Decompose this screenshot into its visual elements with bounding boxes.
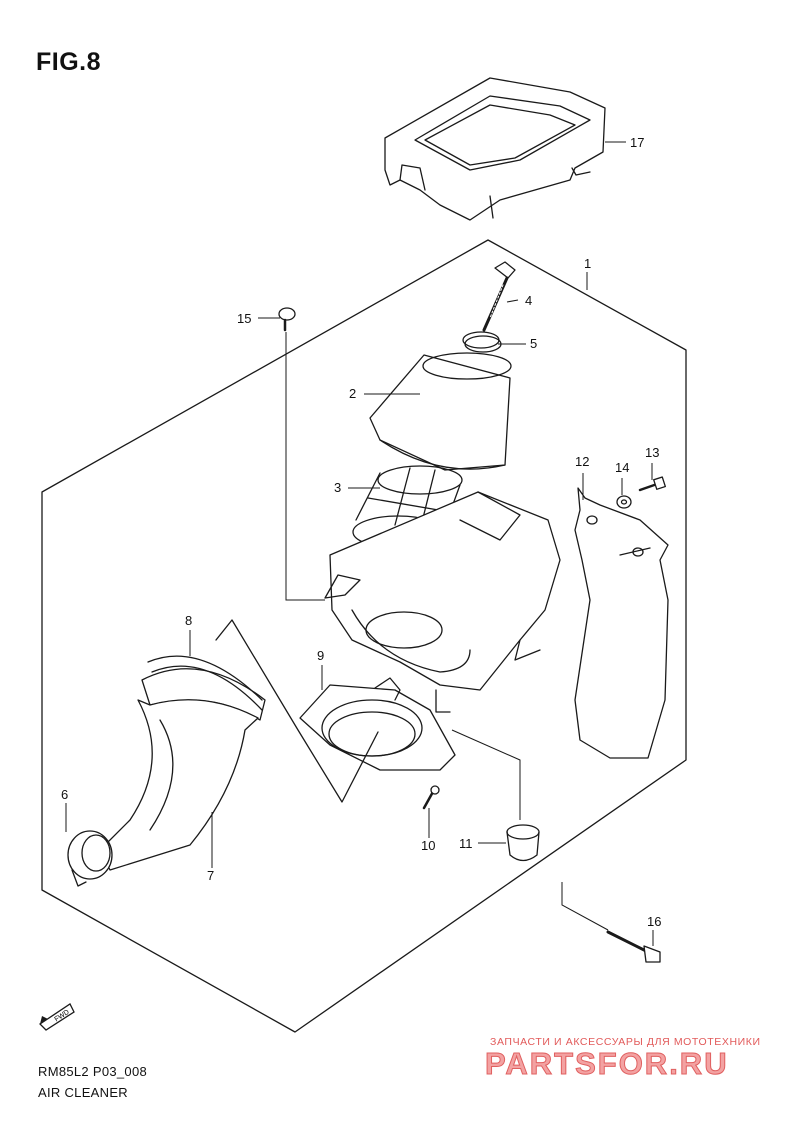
figure-title: FIG.8 [36, 48, 102, 76]
part-4-wing-bolt [482, 261, 516, 332]
callout-6: 6 [61, 787, 68, 802]
callout-2: 2 [349, 386, 356, 401]
part-2-filter-element [369, 352, 512, 471]
callout-15: 15 [237, 311, 251, 326]
assembly-outline [41, 239, 687, 1033]
part-16-bolt [606, 930, 661, 963]
callout-7: 7 [207, 868, 214, 883]
watermark-brand: PARTSFOR.RU [485, 1046, 729, 1082]
part-14-washer [616, 495, 632, 509]
part-12-air-guide [574, 487, 669, 759]
callout-14: 14 [615, 460, 629, 475]
callout-13: 13 [645, 445, 659, 460]
part-6-clamp [67, 830, 113, 887]
leader-lines [65, 141, 654, 946]
callout-9: 9 [317, 648, 324, 663]
assembly-guide-right [435, 689, 451, 713]
callout-11: 11 [459, 836, 473, 851]
part-10-screw [422, 785, 440, 810]
part-17-cover [384, 77, 606, 221]
part-15-screw [278, 307, 296, 332]
part-13-bolt [638, 476, 666, 492]
callout-4: 4 [525, 293, 532, 308]
callout-1: 1 [584, 256, 591, 271]
part-7-intake-hose [99, 699, 259, 871]
callout-8: 8 [185, 613, 192, 628]
callout-16: 16 [647, 914, 661, 929]
watermark-tagline: ЗАПЧАСТИ И АКСЕССУАРЫ ДЛЯ МОТОТЕХНИКИ [490, 1036, 761, 1048]
assembly-guide-left [215, 619, 379, 803]
figure-caption: AIR CLEANER [38, 1085, 128, 1100]
callout-12: 12 [575, 454, 589, 469]
part-9-flange [299, 677, 456, 771]
part-5-seal-ring [462, 331, 502, 353]
airbox-housing [324, 491, 561, 691]
callout-10: 10 [421, 838, 435, 853]
figure-code: RM85L2 P03_008 [38, 1064, 147, 1079]
callout-17: 17 [630, 135, 644, 150]
fwd-arrow-icon: FWD [38, 1003, 75, 1031]
callout-3: 3 [334, 480, 341, 495]
callout-5: 5 [530, 336, 537, 351]
part-11-cap [506, 824, 540, 862]
fwd-label: FWD [54, 1009, 71, 1024]
